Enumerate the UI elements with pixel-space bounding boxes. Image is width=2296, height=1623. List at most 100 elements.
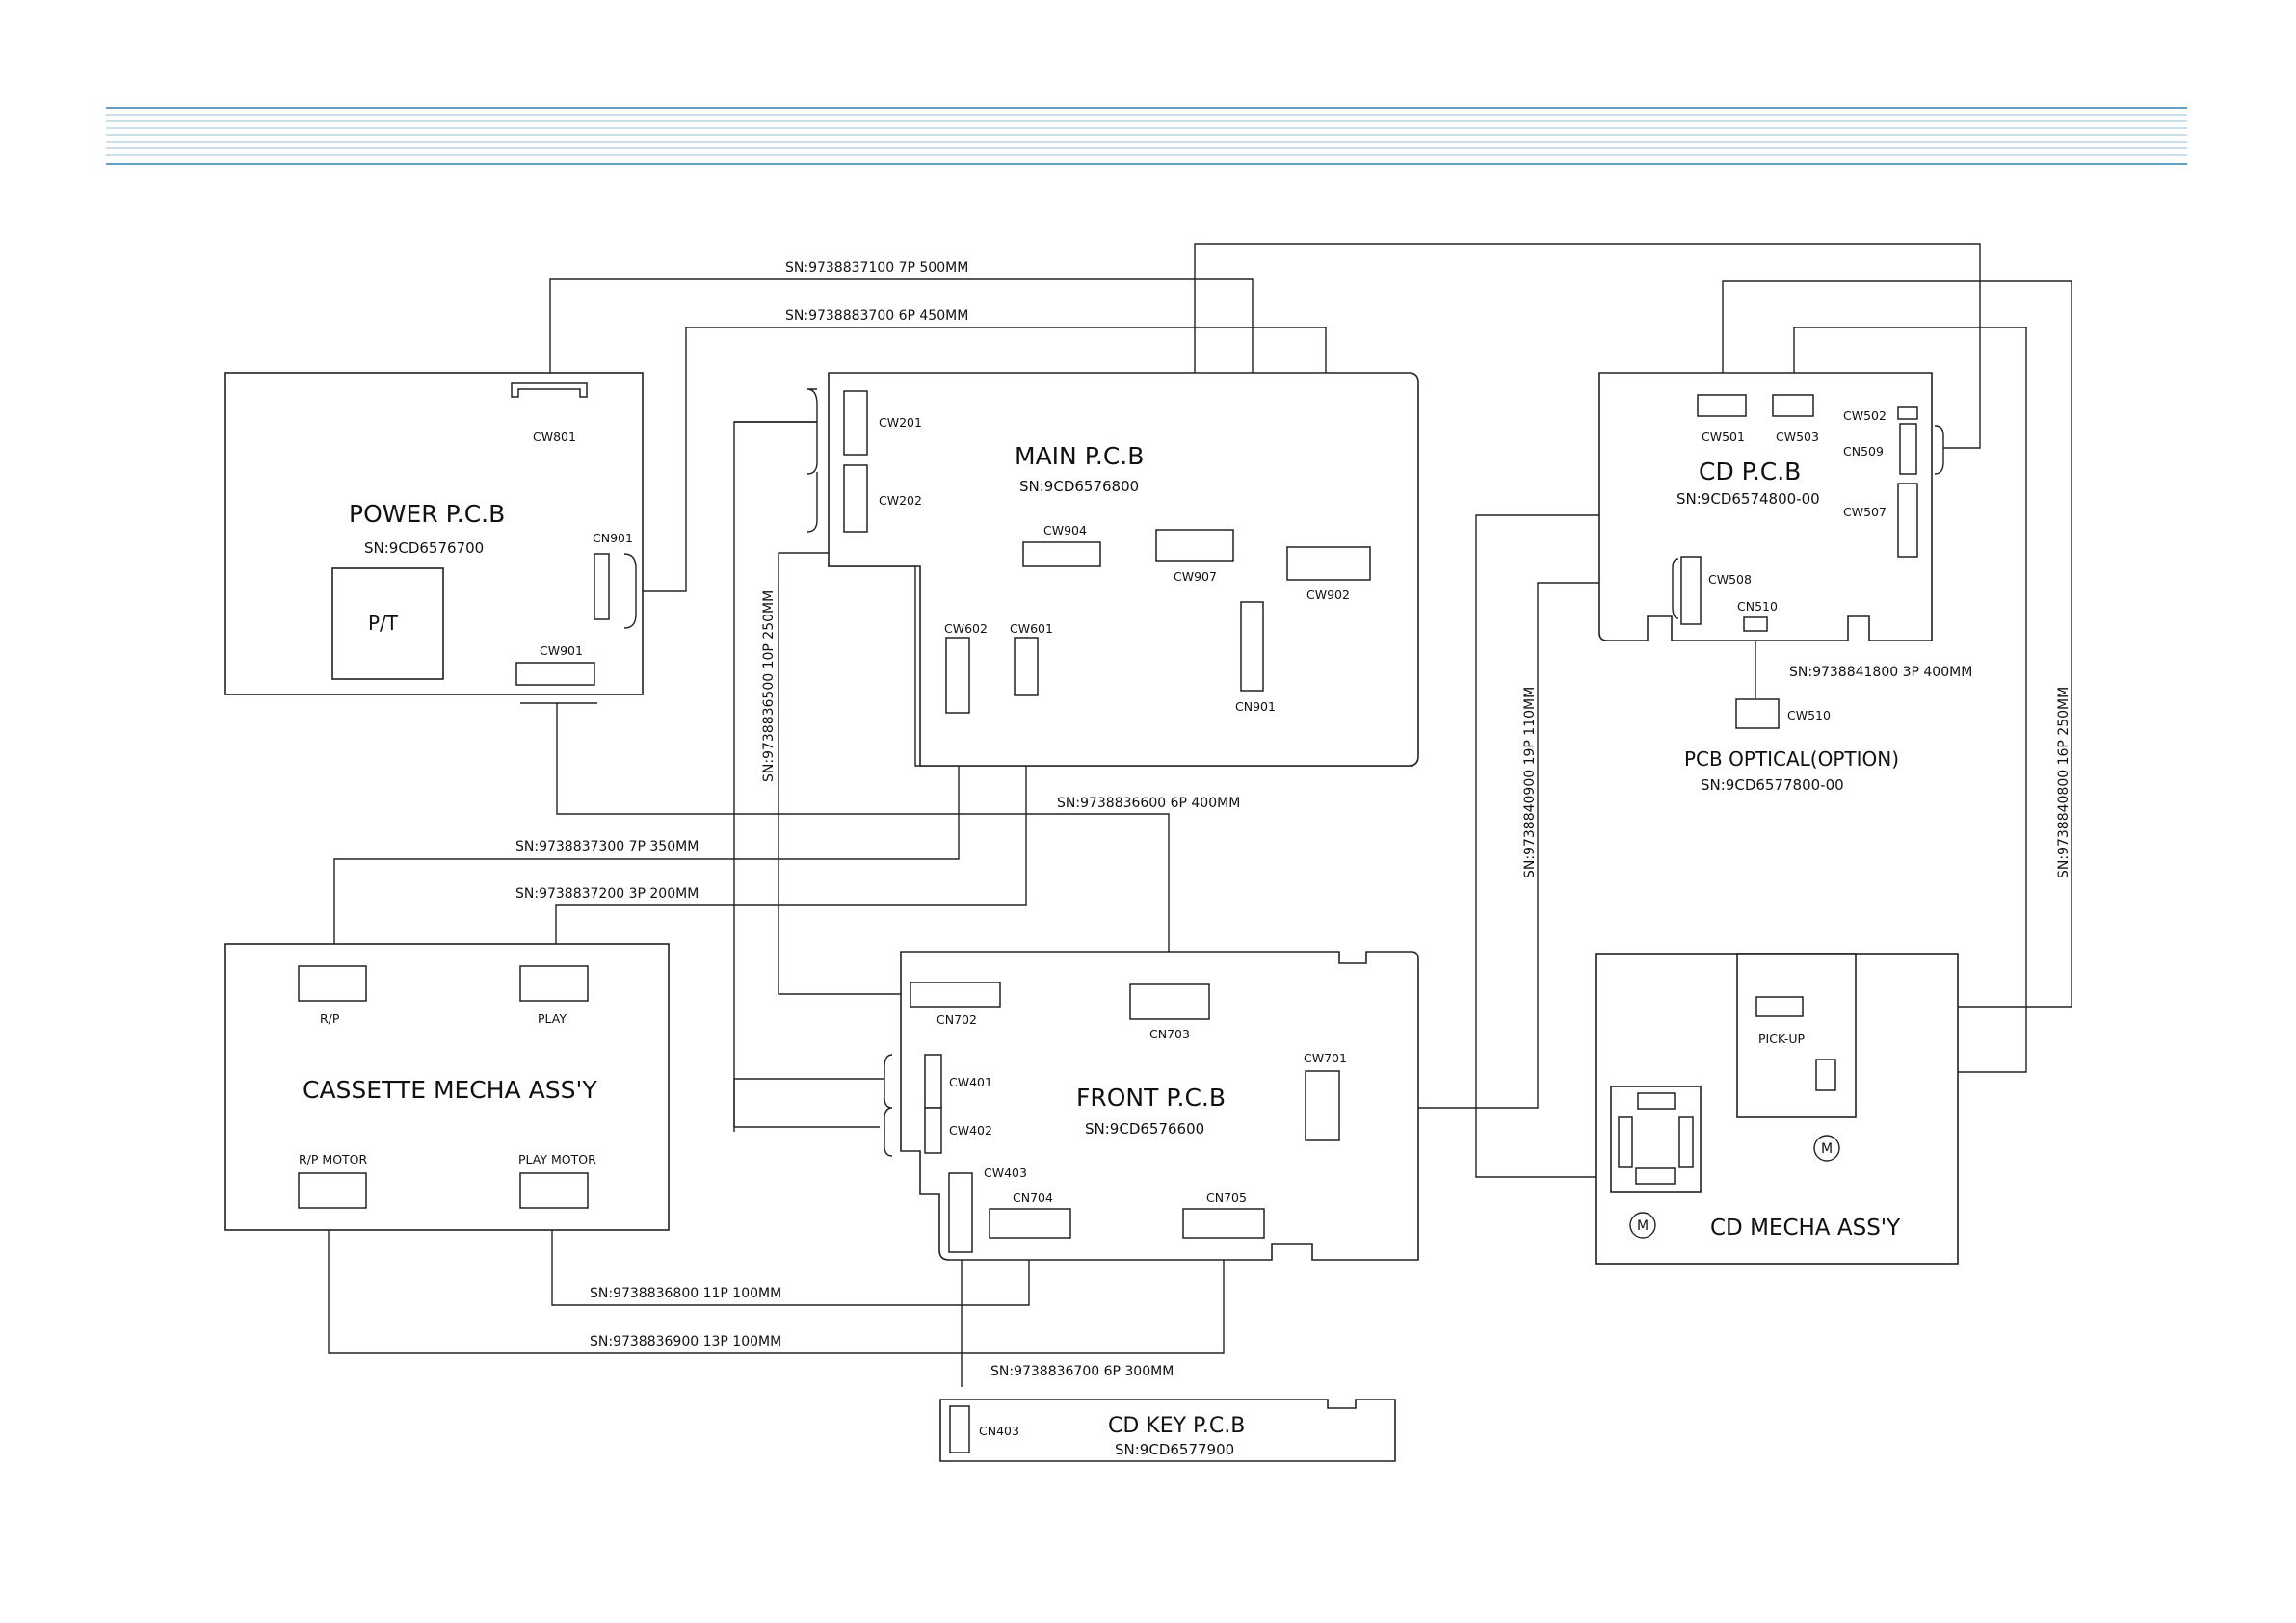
board-outline [939, 1399, 1396, 1462]
connector-cw507 [1897, 483, 1918, 558]
connector-label: CW501 [1702, 430, 1745, 444]
connector-cw601 [1014, 637, 1039, 696]
cable-label: SN:9738841800 3P 400MM [1789, 665, 1972, 680]
cable-labels: SN:9738837100 7P 500MM SN:9738883700 6P … [515, 260, 2072, 1379]
connector-cw904 [1022, 541, 1101, 567]
connector-rp-motor [298, 1172, 367, 1209]
connector-label: PLAY [538, 1011, 567, 1026]
connector-label: CW401 [949, 1075, 992, 1089]
connector-play-motor [519, 1172, 589, 1209]
cable-label: SN:9738837100 7P 500MM [785, 260, 968, 275]
connector-label: CW403 [984, 1165, 1027, 1180]
connector-cw403 [948, 1172, 973, 1253]
connector-label: R/P [320, 1011, 340, 1026]
spindle-part [1637, 1092, 1676, 1110]
board-title: CASSETTE MECHA ASS'Y [303, 1076, 597, 1104]
motor-label: M [1821, 1141, 1833, 1157]
connector-label: CW602 [944, 621, 988, 636]
connector-cn510 [1743, 616, 1768, 632]
connector-label: CN705 [1206, 1191, 1247, 1205]
connector-pickup-flex [1815, 1059, 1836, 1091]
cable-wire [556, 703, 1170, 982]
main-pcb: MAIN P.C.B SN:9CD6576800 CW201 CW202 CW9… [734, 372, 1419, 767]
cable-wire [333, 713, 960, 963]
connector-bracket [884, 1054, 893, 1157]
connector-cn703 [1129, 983, 1210, 1020]
connector-rp [298, 965, 367, 1002]
motor-label: M [1637, 1218, 1649, 1234]
cable-label: SN:9738837200 3P 200MM [515, 886, 699, 902]
cable-label: SN:9738883700 6P 450MM [785, 308, 968, 324]
connector-cn901-main [1240, 601, 1264, 692]
connector-label: CW907 [1174, 569, 1217, 584]
connector-bracket [806, 388, 818, 475]
board-title: CD P.C.B [1699, 458, 1801, 485]
header-band [106, 107, 2187, 165]
connector-label: CW701 [1304, 1051, 1347, 1065]
cable-wire [733, 1078, 884, 1132]
cable-wire [551, 1218, 1030, 1306]
connector-label: CN403 [979, 1424, 1019, 1438]
connector-cw508 [1680, 556, 1702, 625]
connector-cn705 [1182, 1208, 1265, 1239]
connector-cw503 [1772, 394, 1814, 417]
connector-label: CN703 [1149, 1027, 1190, 1041]
connector-cw602 [945, 637, 970, 714]
board-title: MAIN P.C.B [1015, 442, 1144, 470]
cable-wire [1194, 243, 1981, 530]
connector-label: PICK-UP [1758, 1032, 1805, 1046]
connector-label: R/P MOTOR [299, 1152, 368, 1166]
cable-label: SN:9738837300 7P 350MM [515, 839, 699, 854]
connector-cw701 [1305, 1070, 1340, 1141]
optical-sn: SN:9CD6577800-00 [1701, 776, 1844, 794]
connector-pickup [1755, 996, 1804, 1017]
connector-play [519, 965, 589, 1002]
connector-cn704 [989, 1208, 1071, 1239]
connector-label: CW502 [1843, 408, 1887, 423]
connector-label: CW201 [879, 415, 922, 430]
connector-cn509 [1899, 423, 1917, 475]
connector-label: CN509 [1843, 444, 1884, 458]
spindle-part [1678, 1116, 1694, 1168]
connector-label: CW902 [1306, 588, 1350, 602]
connector-bracket [623, 553, 637, 629]
cd-pcb: CD P.C.B SN:9CD6574800-00 CW501 CW503 CW… [1598, 372, 1944, 794]
board-sn: SN:9CD6576800 [1019, 478, 1139, 495]
cable-wire [1722, 280, 2072, 1008]
board-sn: SN:9CD6574800-00 [1676, 490, 1820, 508]
connector-bracket [1672, 558, 1679, 619]
connector-cw401 [924, 1054, 942, 1109]
cable-label: SN:9738836700 6P 300MM [990, 1364, 1174, 1379]
power-pcb: P/T POWER P.C.B SN:9CD6576700 CW801 CN90… [224, 372, 644, 704]
connector-cw402 [924, 1107, 942, 1154]
board-outline [900, 951, 1419, 1261]
pt-label: P/T [368, 612, 399, 635]
connector-label: CN702 [937, 1012, 977, 1027]
connector-label: CW507 [1843, 505, 1887, 519]
connector-label: CW601 [1010, 621, 1053, 636]
cassette-mecha: CASSETTE MECHA ASS'Y R/P PLAY R/P MOTOR … [224, 943, 670, 1231]
cable-wire [555, 703, 1027, 963]
connector-label: CW904 [1043, 523, 1087, 537]
connector-cw510 [1735, 698, 1780, 729]
connector-label: PLAY MOTOR [518, 1152, 596, 1166]
board-sn: SN:9CD6576600 [1085, 1120, 1204, 1138]
connector-cw901 [515, 662, 595, 686]
cable-label: SN:9738840900 19P 110MM [1522, 687, 1538, 878]
pt-block [331, 567, 444, 680]
connector-label: CN901 [1235, 699, 1276, 714]
cdkey-pcb: CD KEY P.C.B SN:9CD6577900 CN403 [939, 1399, 1396, 1462]
connector-label: CW508 [1708, 572, 1752, 587]
spindle-part [1635, 1167, 1676, 1185]
connector-bracket [1934, 425, 1944, 475]
connector-cn403 [949, 1405, 970, 1453]
board-title: POWER P.C.B [349, 500, 505, 528]
spindle-part [1618, 1116, 1633, 1168]
board-title: CD MECHA ASS'Y [1710, 1216, 1901, 1241]
connector-cw202 [843, 464, 868, 533]
connector-label: CW510 [1787, 708, 1831, 722]
board-outline [828, 372, 1419, 767]
connector-label: CN510 [1737, 599, 1778, 614]
optical-title: PCB OPTICAL(OPTION) [1684, 747, 1899, 771]
